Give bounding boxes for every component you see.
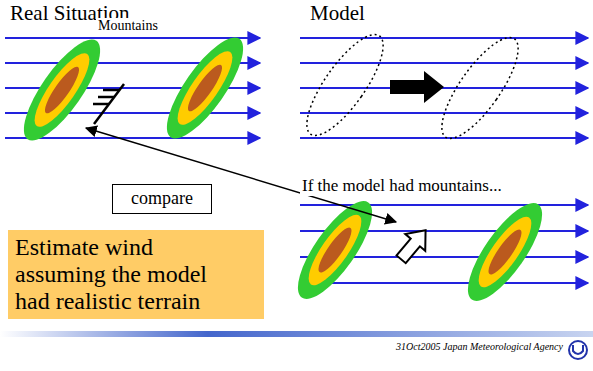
wind-barb xyxy=(93,84,124,124)
dotted-mountain xyxy=(294,24,396,145)
mountain xyxy=(455,193,554,311)
box-text: Estimate wind assuming the model had rea… xyxy=(15,234,233,315)
compare-arrow xyxy=(86,128,396,222)
agency-logo xyxy=(569,341,587,359)
block-arrow xyxy=(390,71,444,103)
footer-text: 31Oct2005 Japan Meteorological Agency xyxy=(394,341,565,352)
dotted-mountain xyxy=(429,27,531,148)
panel-heading: Model xyxy=(308,1,367,26)
note-label: If the model had mountains... xyxy=(300,176,504,196)
footer-bar xyxy=(0,331,593,337)
box-text: compare xyxy=(131,188,193,208)
mountain xyxy=(154,27,256,148)
note-label: Mountains xyxy=(96,18,160,34)
mountain xyxy=(285,191,384,309)
note-box: Estimate wind assuming the model had rea… xyxy=(8,230,264,319)
compare-box: compare xyxy=(112,184,212,214)
hollow-arrow xyxy=(391,222,435,268)
mountain xyxy=(11,29,113,150)
